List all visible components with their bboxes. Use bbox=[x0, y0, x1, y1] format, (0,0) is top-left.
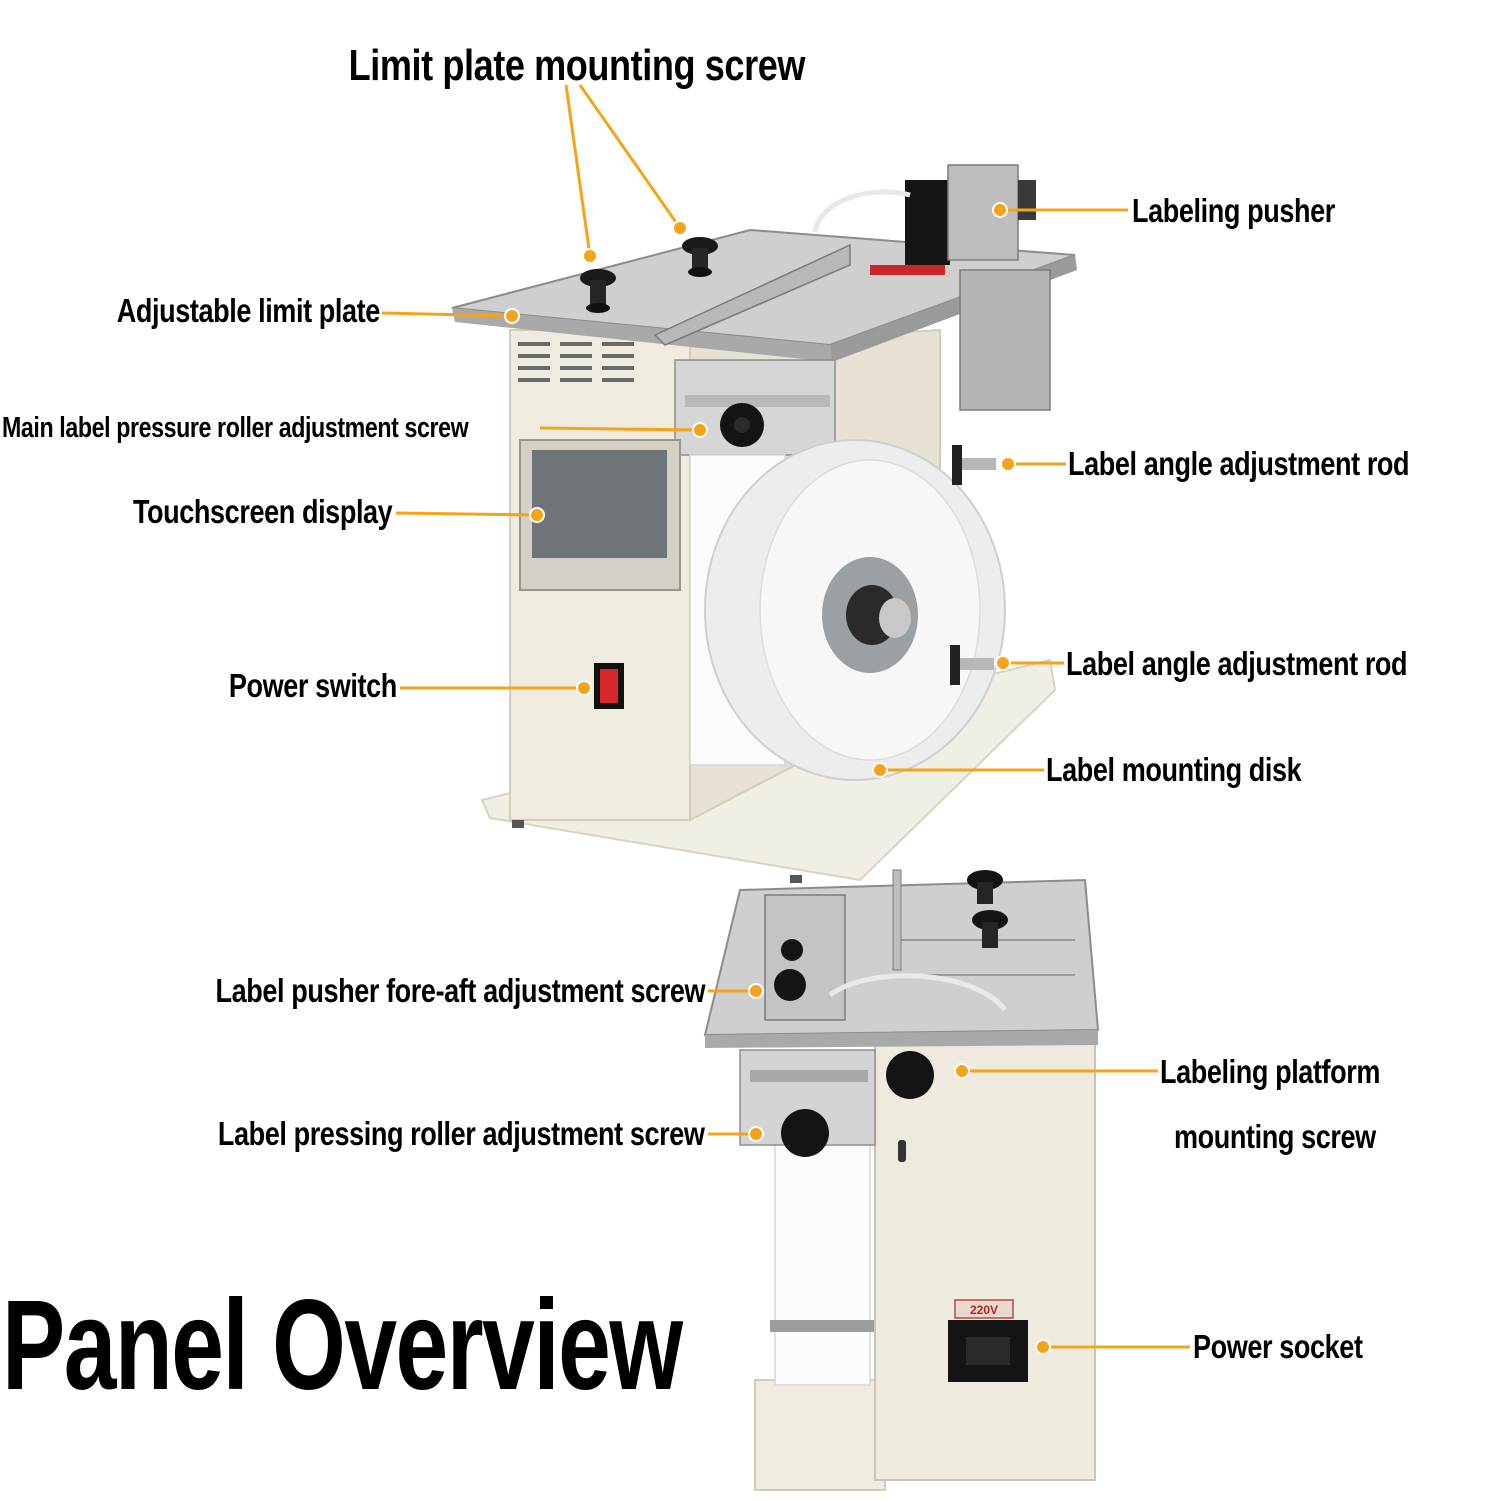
pusher-block bbox=[905, 180, 950, 265]
bottom-cabinet bbox=[874, 1039, 1096, 1481]
label-platform-mounting-screw-line1: Labeling platform bbox=[1160, 1053, 1381, 1090]
voltage-tag bbox=[954, 1299, 1014, 1319]
dot-touchscreen bbox=[529, 507, 545, 523]
angle-rod-lower-art bbox=[950, 645, 994, 685]
bottom-machine: 220V bbox=[703, 869, 1100, 1491]
leader-touchscreen bbox=[395, 511, 538, 517]
dot-pusher-fore-aft bbox=[748, 983, 764, 999]
label-limit-plate-mounting-screw: Limit plate mounting screw bbox=[348, 41, 806, 90]
bottom-label-roll bbox=[774, 1139, 871, 1386]
leader-limit-screw-a bbox=[564, 84, 592, 257]
leader-adjustable-limit-plate bbox=[381, 311, 513, 318]
leader-main-pressure-roller bbox=[539, 426, 701, 432]
power-switch-art bbox=[594, 663, 624, 709]
label-angle-rod-upper: Label angle adjustment rod bbox=[1068, 445, 1410, 482]
dot-limit-screw-a bbox=[582, 248, 598, 264]
label-main-pressure-roller-screw: Main label pressure roller adjustment sc… bbox=[2, 412, 469, 444]
dot-power-socket bbox=[1035, 1339, 1051, 1355]
vent-slots bbox=[518, 342, 634, 382]
dot-angle-rod-lower bbox=[995, 655, 1011, 671]
right-bracket bbox=[959, 269, 1051, 411]
dot-adjustable-limit-plate bbox=[504, 308, 520, 324]
label-touchscreen-display: Touchscreen display bbox=[132, 493, 393, 530]
angle-rod-upper-art bbox=[952, 445, 996, 485]
limit-knob-right bbox=[682, 237, 718, 277]
limit-knob-left bbox=[580, 269, 616, 313]
label-labeling-pusher: Labeling pusher bbox=[1132, 192, 1335, 229]
dot-pressing-roller bbox=[748, 1126, 764, 1142]
dot-label-mounting-disk bbox=[872, 762, 888, 778]
touchscreen-glass bbox=[532, 450, 667, 558]
top-steel-table-edge bbox=[452, 308, 832, 362]
dot-main-pressure-roller bbox=[692, 422, 708, 438]
dot-limit-screw-b bbox=[672, 220, 688, 236]
leader-lines bbox=[381, 84, 1190, 1355]
bottom-knob-mid bbox=[972, 910, 1008, 948]
label-pressing-roller-screw: Label pressing roller adjustment screw bbox=[218, 1115, 705, 1152]
dot-power-switch bbox=[576, 680, 592, 696]
dot-angle-rod-upper bbox=[1000, 456, 1016, 472]
label-mounting-disk-art bbox=[704, 439, 1006, 781]
leader-limit-screw-b bbox=[578, 84, 682, 229]
label-angle-rod-lower: Label angle adjustment rod bbox=[1066, 645, 1408, 682]
label-adjustable-limit-plate: Adjustable limit plate bbox=[116, 292, 381, 329]
platform-mounting-knob bbox=[886, 1051, 934, 1099]
bottom-pusher-bracket bbox=[764, 894, 846, 1021]
label-power-switch: Power switch bbox=[228, 667, 397, 704]
main-pressure-knob bbox=[720, 403, 764, 447]
bottom-pressing-knob bbox=[781, 1109, 829, 1157]
label-platform-mounting-screw-line2: mounting screw bbox=[1174, 1118, 1376, 1155]
label-pusher-fore-aft-screw: Label pusher fore-aft adjustment screw bbox=[215, 972, 705, 1009]
bottom-knob-top bbox=[967, 870, 1003, 904]
limit-plate-fence bbox=[653, 243, 851, 346]
voltage-tag-text: 220V bbox=[970, 1303, 998, 1317]
label-label-mounting-disk: Label mounting disk bbox=[1046, 751, 1302, 788]
dot-platform-mounting bbox=[954, 1063, 970, 1079]
bottom-base bbox=[754, 1379, 886, 1491]
top-machine bbox=[451, 164, 1077, 883]
label-power-socket: Power socket bbox=[1193, 1328, 1363, 1365]
dot-labeling-pusher bbox=[992, 202, 1008, 218]
panel-title: Panel Overview bbox=[2, 1274, 683, 1417]
